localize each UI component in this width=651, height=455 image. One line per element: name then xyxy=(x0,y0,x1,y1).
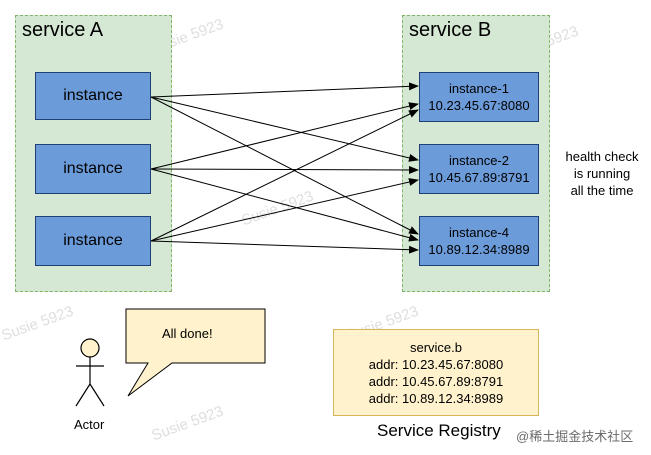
instance-name: instance-4 xyxy=(449,225,509,240)
service-b-title: service B xyxy=(409,19,492,41)
health-check-line: is running xyxy=(573,166,631,181)
arrow xyxy=(150,178,419,242)
instance-addr: 10.23.45.67:8080 xyxy=(428,98,530,113)
service-a-title: service A xyxy=(22,19,104,41)
health-check-line: health check xyxy=(565,149,639,164)
actor-label: Actor xyxy=(74,417,105,432)
health-check-line: all the time xyxy=(570,183,634,198)
arrow xyxy=(150,96,419,235)
arrow xyxy=(150,102,419,170)
credit-watermark: @稀土掘金技术社区 xyxy=(516,429,634,444)
registry-service-name: service.b xyxy=(409,339,463,355)
instance-addr: 10.89.12.34:8989 xyxy=(428,242,530,257)
arrow xyxy=(150,109,419,242)
service-a-instance-3: instance xyxy=(35,216,151,266)
arrow xyxy=(150,82,419,98)
service-b-instance-4: instance-4 10.89.12.34:8989 xyxy=(419,216,539,266)
registry-addr: addr: 10.23.45.67:8080 xyxy=(368,356,504,372)
health-check-note: health check is running all the time xyxy=(558,148,646,199)
service-a-instance-2: instance xyxy=(35,144,151,194)
service-b-instance-2: instance-2 10.45.67.89:8791 xyxy=(419,144,539,194)
instance-addr: 10.45.67.89:8791 xyxy=(428,170,530,185)
actor-icon xyxy=(75,338,105,407)
callout-bubble xyxy=(125,308,266,397)
arrow xyxy=(150,240,419,254)
service-registry-title: Service Registry xyxy=(377,421,501,440)
service-a-instance-1: instance xyxy=(35,72,151,120)
arrow xyxy=(150,96,419,162)
service-registry-box: service.b addr: 10.23.45.67:8080 addr: 1… xyxy=(333,329,539,416)
callout-text: All done! xyxy=(162,326,213,341)
instance-name: instance-1 xyxy=(449,81,509,96)
arrow xyxy=(150,165,419,174)
registry-addr: addr: 10.89.12.34:8989 xyxy=(368,390,504,406)
service-b-instance-1: instance-1 10.23.45.67:8080 xyxy=(419,72,539,122)
registry-addr: addr: 10.45.67.89:8791 xyxy=(368,373,504,389)
arrow xyxy=(150,168,419,242)
instance-name: instance-2 xyxy=(449,153,509,168)
